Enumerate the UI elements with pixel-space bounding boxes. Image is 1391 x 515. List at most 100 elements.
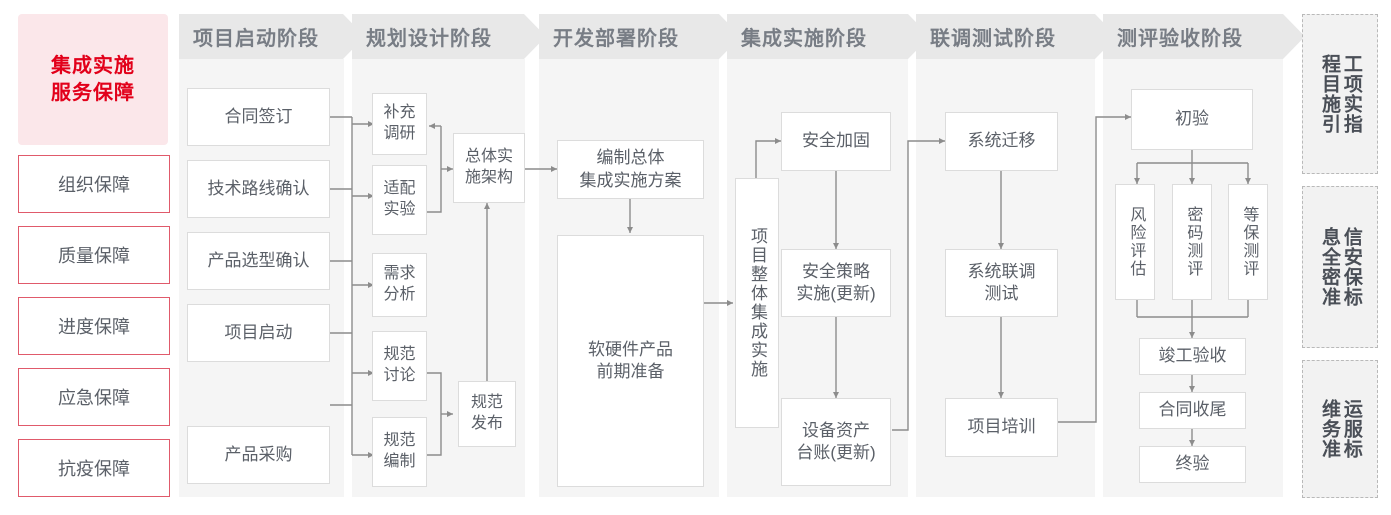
node-label-line2: 台账(更新): [796, 443, 876, 462]
node-risk-assessment[interactable]: 风险评估: [1115, 184, 1155, 300]
node-label-line2: 实验: [383, 201, 416, 218]
node-label-line1: 需求: [383, 265, 416, 283]
phase-header-label: 规划设计阶段: [366, 28, 492, 50]
node-contract-closure[interactable]: 合同收尾: [1139, 392, 1246, 429]
node-label: 产品采购: [224, 444, 293, 464]
node-label-line2: 测试: [984, 284, 1019, 303]
node-label: 项目整体集成实施: [748, 227, 768, 379]
node-label-line1: 设备资产: [801, 420, 870, 440]
standard-label-col2: 工项实指: [1340, 54, 1362, 134]
node-requirement-analysis[interactable]: 需求 分析: [372, 253, 427, 317]
node-label: 风险评估: [1127, 206, 1145, 278]
node-label-line2: 施架构: [464, 169, 513, 186]
node-label: 项目启动: [224, 322, 293, 342]
node-draft-overall-integration-plan[interactable]: 编制总体 集成实施方案: [557, 140, 704, 199]
node-label: 安全加固: [802, 131, 870, 151]
standard-label-col1: 维务准: [1319, 399, 1340, 459]
lead-title-line1: 集成实施: [51, 54, 135, 77]
node-label: 合同收尾: [1158, 400, 1227, 420]
guarantee-label: 组织保障: [58, 175, 130, 195]
node-standard-discussion[interactable]: 规范 讨论: [372, 331, 427, 401]
node-asset-ledger-update[interactable]: 设备资产 台账(更新): [781, 398, 891, 486]
guarantee-label: 抗疫保障: [58, 459, 130, 479]
node-adaptation-experiment[interactable]: 适配 实验: [372, 165, 427, 235]
standard-label-col2: 信安保标: [1340, 227, 1362, 307]
standard-box-project-guide[interactable]: 程目施引 工项实指: [1302, 14, 1378, 174]
phase-header-label: 项目启动阶段: [193, 28, 319, 50]
node-cryptography-evaluation[interactable]: 密码测评: [1172, 184, 1212, 300]
node-label-line1: 编制总体: [596, 148, 665, 168]
standard-box-infosec[interactable]: 息全密准 信安保标: [1302, 186, 1378, 348]
node-label: 密码测评: [1184, 206, 1202, 278]
node-label-line2: 讨论: [383, 367, 416, 384]
standard-box-ops-service[interactable]: 维务准 运服标: [1302, 360, 1378, 498]
node-label-line1: 规范: [470, 394, 503, 412]
node-security-policy-implementation[interactable]: 安全策略 实施(更新): [781, 249, 891, 317]
node-label: 竣工验收: [1158, 346, 1227, 366]
node-project-kickoff[interactable]: 项目启动: [187, 304, 330, 362]
phase-header-testing[interactable]: 联调测试阶段: [916, 14, 1117, 59]
node-label: 项目培训: [967, 417, 1036, 437]
node-system-joint-debug-test[interactable]: 系统联调 测试: [945, 249, 1058, 317]
phase-header-label: 测评验收阶段: [1117, 28, 1243, 50]
standard-label-col1: 息全密准: [1319, 227, 1340, 307]
node-label-line2: 分析: [383, 286, 416, 303]
node-overall-project-integration[interactable]: 项目整体集成实施: [735, 178, 779, 428]
node-product-procurement[interactable]: 产品采购: [187, 426, 330, 484]
node-label-line1: 软硬件产品: [588, 339, 673, 359]
phase-header-develop[interactable]: 开发部署阶段: [539, 14, 741, 59]
node-product-selection-confirm[interactable]: 产品选型确认: [187, 232, 330, 290]
node-project-training[interactable]: 项目培训: [945, 398, 1058, 457]
guarantee-item-emergency[interactable]: 应急保障: [18, 368, 170, 426]
phase-header-integrate[interactable]: 集成实施阶段: [727, 14, 930, 59]
node-supplementary-research[interactable]: 补充 调研: [372, 93, 427, 155]
standard-label-col1: 程目施引: [1319, 54, 1340, 134]
node-label: 技术路线确认: [207, 178, 310, 198]
phase-header-startup[interactable]: 项目启动阶段: [179, 14, 365, 59]
node-label-line1: 规范: [383, 432, 416, 450]
node-label-line1: 安全策略: [801, 261, 870, 281]
node-label-line1: 补充: [383, 104, 416, 122]
node-mlps-evaluation[interactable]: 等保测评: [1228, 184, 1268, 300]
node-label-line1: 适配: [383, 180, 416, 198]
node-label-line1: 规范: [383, 346, 416, 364]
guarantee-label: 进度保障: [58, 317, 130, 337]
node-system-migration[interactable]: 系统迁移: [945, 112, 1058, 171]
guarantee-label: 质量保障: [58, 246, 130, 266]
lead-title-box: 集成实施 服务保障: [18, 14, 168, 145]
guarantee-item-quality[interactable]: 质量保障: [18, 226, 170, 284]
node-label: 产品选型确认: [207, 250, 310, 270]
phase-header-acceptance[interactable]: 测评验收阶段: [1103, 14, 1305, 59]
node-overall-implementation-architecture[interactable]: 总体实 施架构: [453, 133, 525, 203]
node-label-line2: 发布: [470, 415, 503, 432]
phase-header-label: 联调测试阶段: [930, 28, 1056, 50]
node-standard-release[interactable]: 规范 发布: [458, 381, 516, 447]
node-contract-signing[interactable]: 合同签订: [187, 88, 330, 146]
node-label-line2: 前期准备: [596, 362, 665, 381]
node-label-line1: 总体实: [464, 148, 513, 166]
guarantee-item-schedule[interactable]: 进度保障: [18, 297, 170, 355]
node-security-hardening[interactable]: 安全加固: [781, 112, 891, 171]
node-label-line2: 编制: [383, 453, 416, 470]
phase-header-label: 集成实施阶段: [741, 28, 867, 50]
lead-title-line2: 服务保障: [51, 81, 135, 104]
phase-header-planning[interactable]: 规划设计阶段: [352, 14, 546, 59]
node-label: 等保测评: [1240, 206, 1258, 278]
node-label: 初验: [1175, 109, 1209, 129]
guarantee-item-epidemic[interactable]: 抗疫保障: [18, 439, 170, 497]
guarantee-item-organization[interactable]: 组织保障: [18, 155, 170, 213]
node-preliminary-acceptance[interactable]: 初验: [1131, 89, 1253, 150]
node-final-acceptance[interactable]: 终验: [1139, 446, 1246, 483]
node-label-line2: 调研: [383, 125, 416, 142]
guarantee-label: 应急保障: [58, 388, 130, 408]
node-label: 终验: [1175, 454, 1210, 474]
node-hardware-software-preparation[interactable]: 软硬件产品 前期准备: [557, 235, 704, 487]
node-tech-route-confirm[interactable]: 技术路线确认: [187, 160, 330, 218]
node-standard-drafting[interactable]: 规范 编制: [372, 417, 427, 487]
node-label-line1: 系统联调: [967, 261, 1036, 281]
node-completion-acceptance[interactable]: 竣工验收: [1139, 338, 1246, 375]
node-label-line2: 实施(更新): [796, 284, 876, 303]
phase-header-label: 开发部署阶段: [553, 28, 679, 50]
standard-label-col2: 运服标: [1340, 399, 1362, 459]
